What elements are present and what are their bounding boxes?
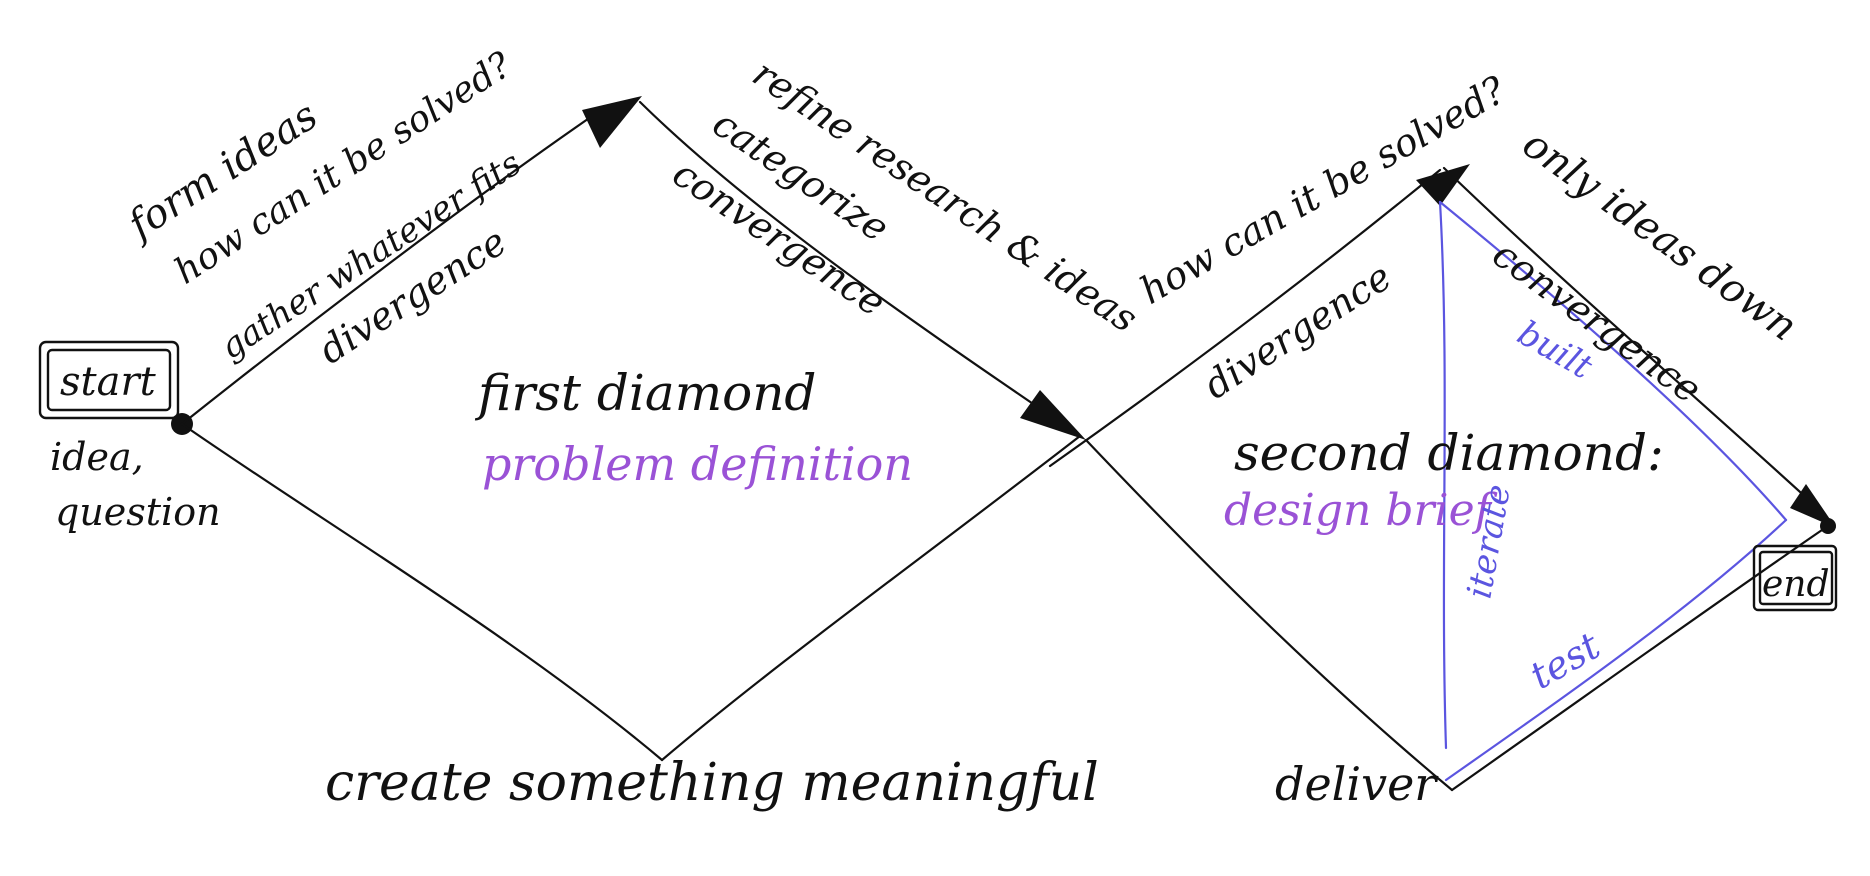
test-label: test bbox=[1523, 623, 1608, 698]
second-diamond-lower-left-edge bbox=[1084, 438, 1454, 792]
iterate-loop-lower bbox=[1444, 518, 1788, 782]
arrow-first-top bbox=[582, 96, 642, 148]
first-diamond-lower-left-edge bbox=[180, 422, 664, 762]
end-box-outer bbox=[1752, 544, 1838, 612]
second-diamond-upper-left-edge bbox=[1048, 168, 1442, 468]
problem-definition-label: problem definition bbox=[482, 437, 913, 491]
deliver-label: deliver bbox=[1275, 757, 1439, 811]
design-brief-label: design brief bbox=[1224, 485, 1498, 536]
how-can-it-be-solved-2-label: how can it be solved? bbox=[1133, 67, 1514, 312]
arrow-middle bbox=[1020, 390, 1086, 440]
iterate-loop-upper bbox=[1438, 200, 1788, 522]
first-diamond-lower-right-edge bbox=[660, 434, 1082, 762]
iterate-loop-left bbox=[1438, 200, 1448, 750]
arrow-end bbox=[1790, 484, 1836, 528]
first-diamond-upper-left-edge bbox=[180, 110, 600, 426]
start-label: start bbox=[60, 359, 157, 405]
start-box-inner bbox=[46, 348, 172, 412]
end-dot bbox=[1820, 518, 1836, 534]
second-diamond-upper-right-edge bbox=[1442, 166, 1824, 514]
test-group: test bbox=[1523, 623, 1608, 698]
start-node: start bbox=[38, 340, 180, 420]
idea-question-label-line2: question bbox=[55, 490, 221, 534]
divergence-2-group: divergence bbox=[1196, 254, 1399, 407]
first-diamond-upper-right-edge bbox=[638, 100, 1082, 438]
start-box-outer bbox=[38, 340, 180, 420]
arrow-second-top bbox=[1416, 164, 1470, 206]
second-diamond-label: second diamond: bbox=[1234, 424, 1664, 482]
end-box-inner bbox=[1758, 550, 1834, 606]
create-something-meaningful-label: create something meaningful bbox=[325, 753, 1099, 813]
second-diamond-lower-right-edge bbox=[1450, 528, 1824, 792]
idea-question-label-line1: idea, bbox=[50, 435, 144, 479]
end-node: end bbox=[1752, 544, 1838, 612]
end-label: end bbox=[1762, 564, 1830, 605]
divergence-2-label: divergence bbox=[1196, 254, 1399, 407]
first-diamond-label: first diamond bbox=[474, 364, 816, 422]
how-solved-2-group: how can it be solved? bbox=[1133, 67, 1514, 312]
